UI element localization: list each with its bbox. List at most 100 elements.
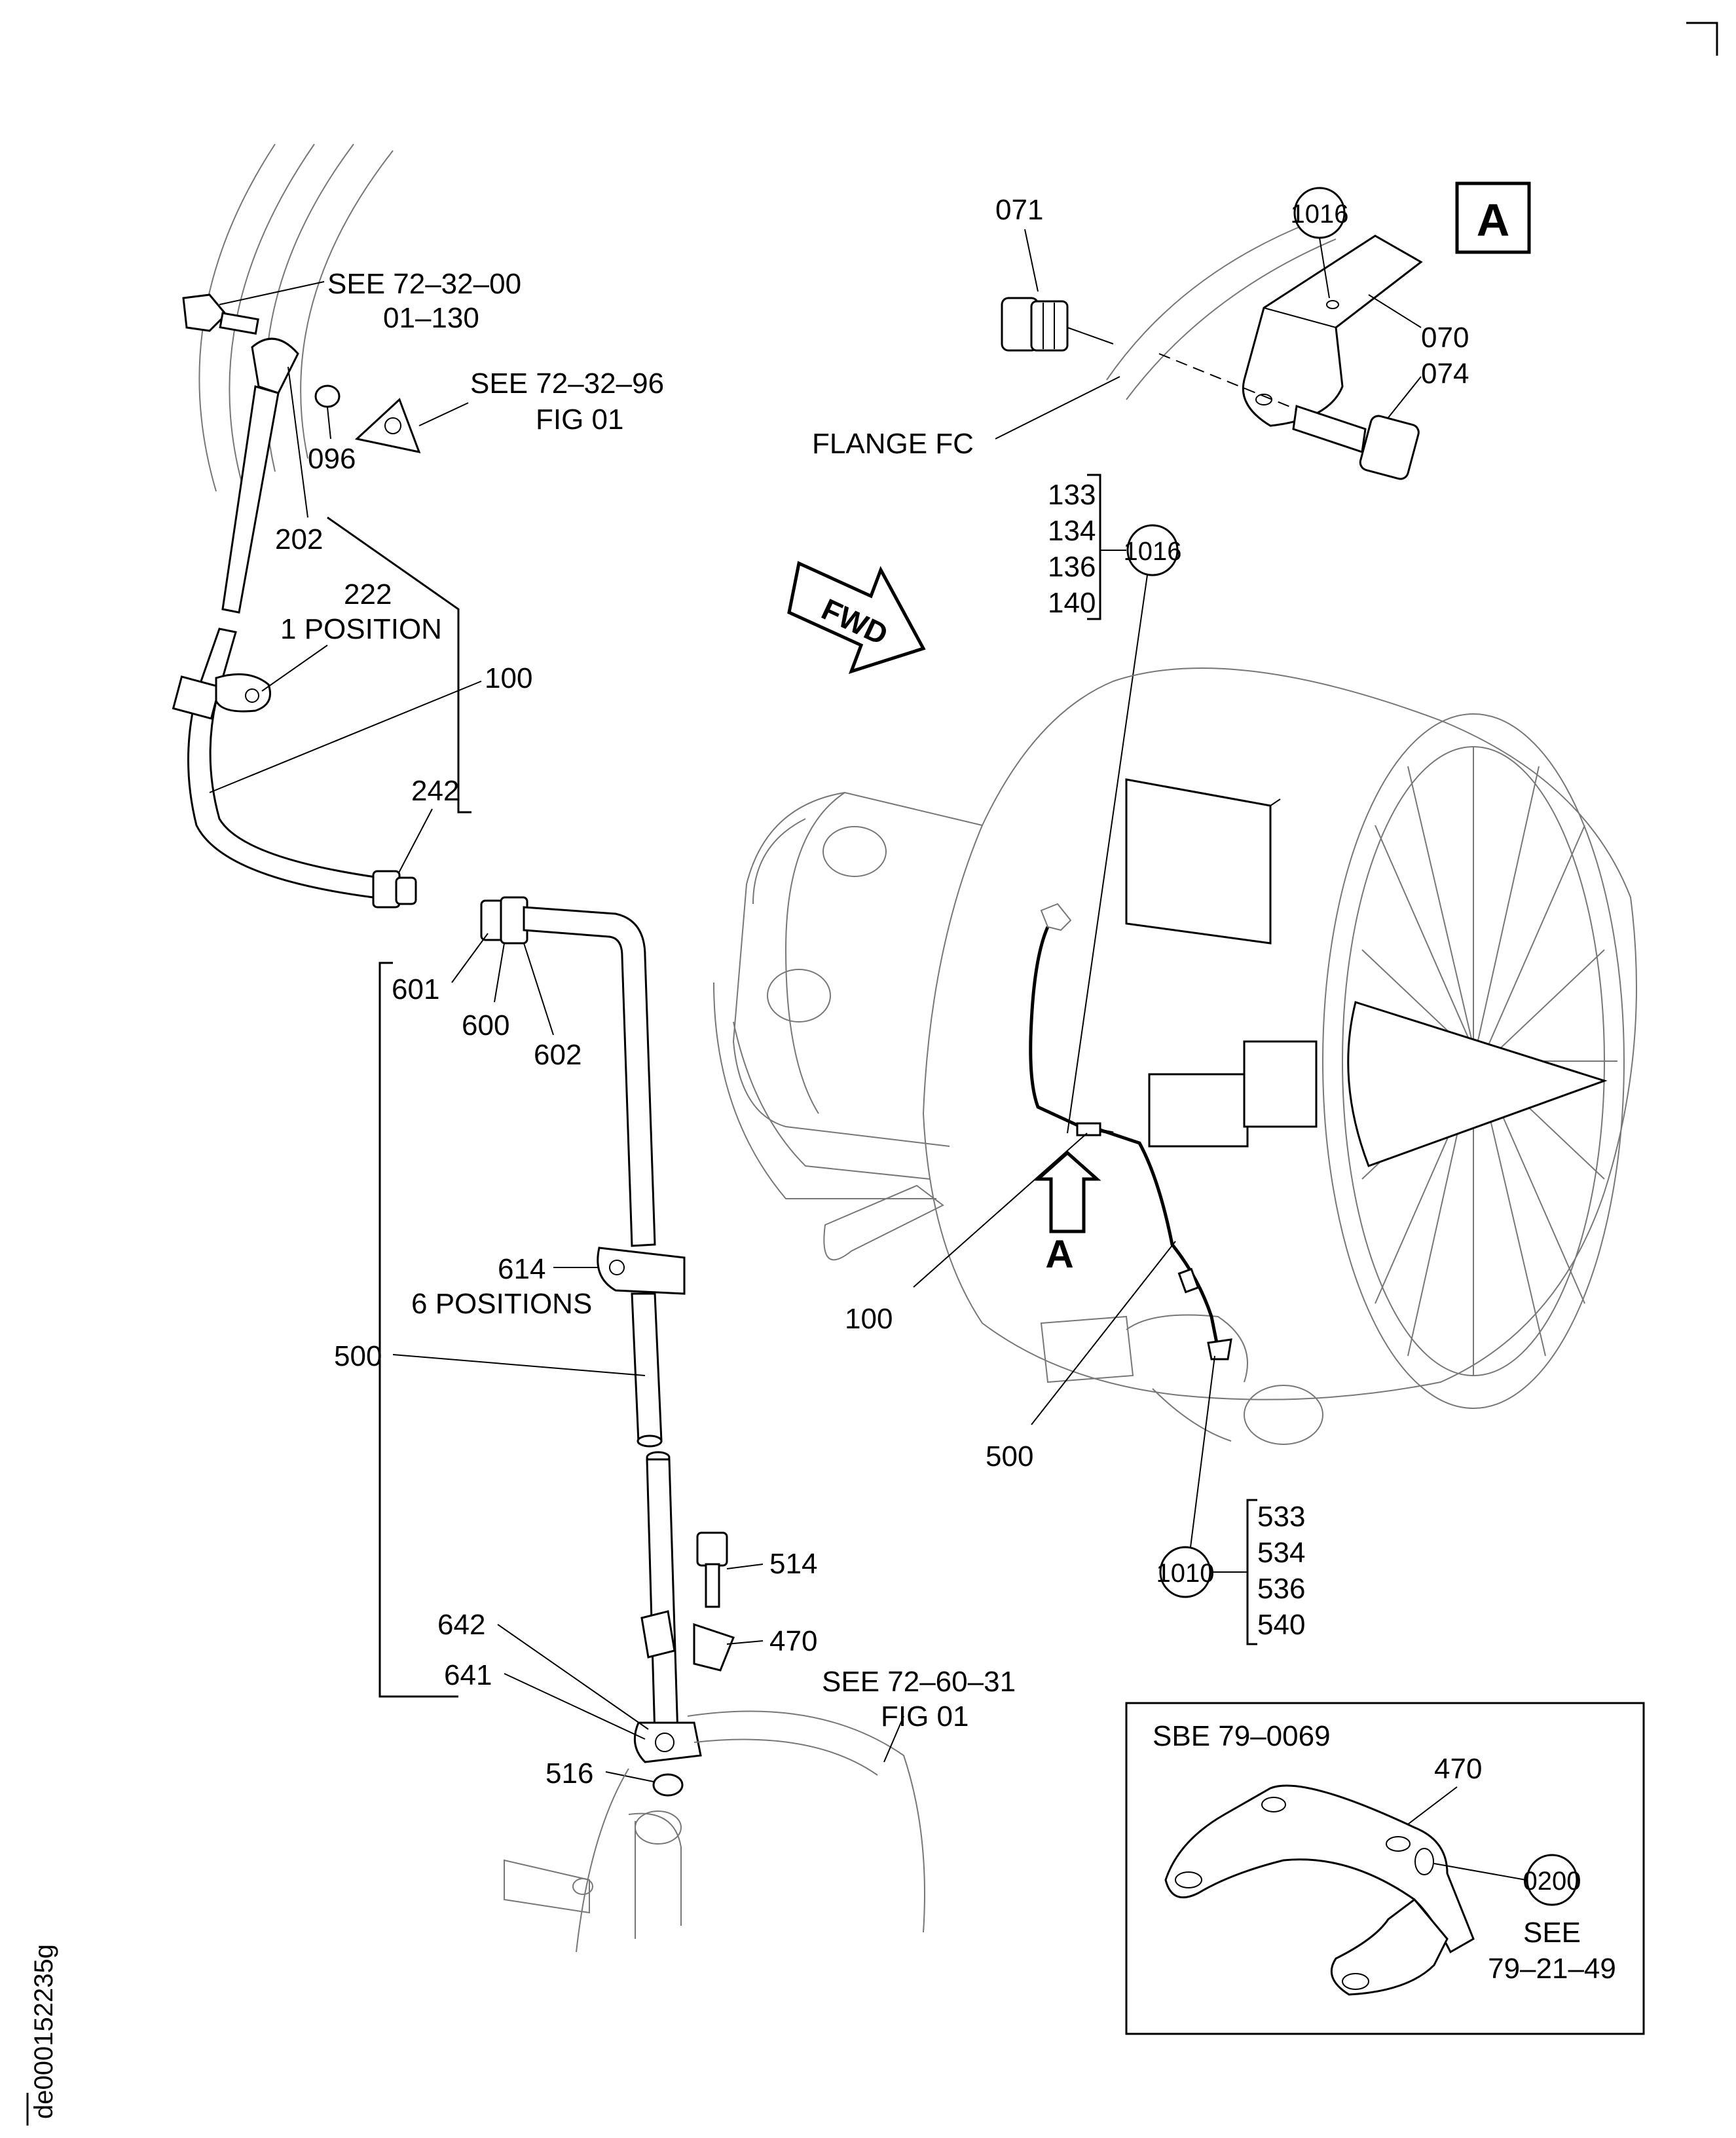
leader-600 (494, 943, 505, 1003)
label-222: 222 (344, 578, 392, 610)
label-514: 514 (769, 1548, 817, 1580)
ref3-line2: FIG 01 (881, 1700, 969, 1733)
leader-516 (605, 1771, 654, 1782)
label-602: 602 (534, 1039, 582, 1071)
label-242: 242 (411, 775, 459, 807)
inset-callout-0200 (1526, 1854, 1578, 1906)
tube-500-lower (633, 1451, 702, 1763)
inset-see-ref: 79–21–49 (1488, 1953, 1616, 1985)
ref3-line1: SEE 72–60–31 (822, 1666, 1016, 1698)
callout-1010-label: 1010 (1156, 1559, 1215, 1588)
gasket-plate-drawing (354, 398, 421, 454)
figure-id: de000152235g (29, 1944, 58, 2119)
gearbox-housing-drawing (504, 1710, 925, 1953)
leader-500-right (1031, 1241, 1176, 1425)
view-a-arrow-label: A (1045, 1232, 1073, 1276)
label-222-note: 1 POSITION (280, 613, 442, 645)
label-601: 601 (392, 973, 439, 1005)
label-536: 536 (1257, 1573, 1305, 1605)
leader-ref1 (219, 281, 325, 305)
view-marker-label: A (1477, 195, 1510, 246)
bolt-130-drawing (182, 293, 259, 335)
inset-title: SBE 79–0069 (1153, 1720, 1331, 1752)
leader-100-right (913, 1133, 1088, 1288)
label-202: 202 (275, 523, 323, 555)
leader-470 (726, 1640, 764, 1645)
fwd-arrow: FWD (787, 561, 926, 674)
view-marker-box (1455, 181, 1531, 254)
label-133: 133 (1048, 479, 1096, 511)
leader-071 (1024, 229, 1039, 292)
flange-arc-1 (1106, 222, 1310, 381)
label-641: 641 (444, 1659, 492, 1691)
label-140: 140 (1048, 587, 1096, 619)
inset-see: SEE (1523, 1917, 1581, 1949)
fitting-242 (372, 870, 417, 909)
label-614: 614 (498, 1253, 545, 1285)
inset-leader-0200 (1433, 1863, 1526, 1881)
leader-070 (1368, 294, 1422, 328)
packing-516 (652, 1773, 684, 1797)
label-500-right: 500 (986, 1440, 1033, 1472)
harness-100-drawing (1029, 903, 1114, 1136)
leader-642 (497, 1624, 649, 1730)
inset-bracket-470-drawing (1164, 1784, 1475, 1996)
label-100-right: 100 (845, 1303, 893, 1335)
leader-500-left (392, 1354, 646, 1376)
label-642: 642 (437, 1609, 485, 1641)
leader-602 (523, 943, 554, 1036)
leader-222 (261, 645, 328, 692)
leader-096 (327, 407, 331, 440)
inset-callout-0200-label: 0200 (1523, 1867, 1581, 1896)
label-614-note: 6 POSITIONS (411, 1288, 592, 1320)
harness-500-drawing (1099, 1128, 1232, 1360)
nut-071-drawing (1001, 297, 1069, 352)
bracket-group-100 (327, 516, 471, 814)
label-flange: FLANGE FC (812, 428, 974, 460)
flange-arc-2 (1126, 238, 1337, 400)
leader-242 (396, 808, 433, 878)
callout-1016-mid (1126, 524, 1179, 576)
leader-202 (287, 366, 308, 518)
label-470: 470 (769, 1625, 817, 1657)
part-group-533 (1210, 1499, 1257, 1645)
callout-1016-mid-label: 1016 (1124, 537, 1182, 566)
label-600: 600 (462, 1009, 509, 1041)
leader-ref3 (883, 1716, 904, 1763)
label-134: 134 (1048, 515, 1096, 547)
leader-1016-top (1319, 237, 1330, 299)
bracket-070-drawing (1242, 234, 1423, 427)
callout-1016-top-label: 1016 (1291, 200, 1349, 229)
leader-100-left (209, 681, 482, 793)
bracket-group-500 (379, 962, 458, 1698)
view-a-arrow (1033, 1150, 1101, 1233)
washer-096 (314, 384, 341, 408)
label-540: 540 (1257, 1609, 1305, 1641)
leader-ref2 (418, 402, 469, 426)
label-136: 136 (1048, 551, 1096, 583)
leader-514 (726, 1564, 764, 1569)
inset-frame (1125, 1702, 1645, 2035)
inset-label-470: 470 (1434, 1753, 1482, 1785)
label-533: 533 (1257, 1501, 1305, 1533)
engine-drawing (713, 667, 1637, 1445)
nut-axis-line (1067, 327, 1114, 345)
corner-crop-mark (1686, 22, 1718, 56)
leader-flange (995, 376, 1120, 440)
leader-641 (504, 1673, 646, 1740)
label-071: 071 (995, 194, 1043, 226)
label-534: 534 (1257, 1537, 1305, 1569)
label-516: 516 (545, 1757, 593, 1790)
leader-1016-mid (1067, 574, 1148, 1134)
bracket-470-drawing (640, 1610, 735, 1672)
label-070: 070 (1421, 322, 1469, 354)
tube-100-upper (172, 337, 381, 899)
ref2-line1: SEE 72–32–96 (470, 367, 664, 400)
bolt-074-drawing (1158, 353, 1420, 480)
ref2-line2: FIG 01 (536, 403, 624, 436)
leader-1010 (1190, 1355, 1215, 1548)
label-100-left: 100 (485, 662, 532, 694)
label-074: 074 (1421, 358, 1469, 390)
